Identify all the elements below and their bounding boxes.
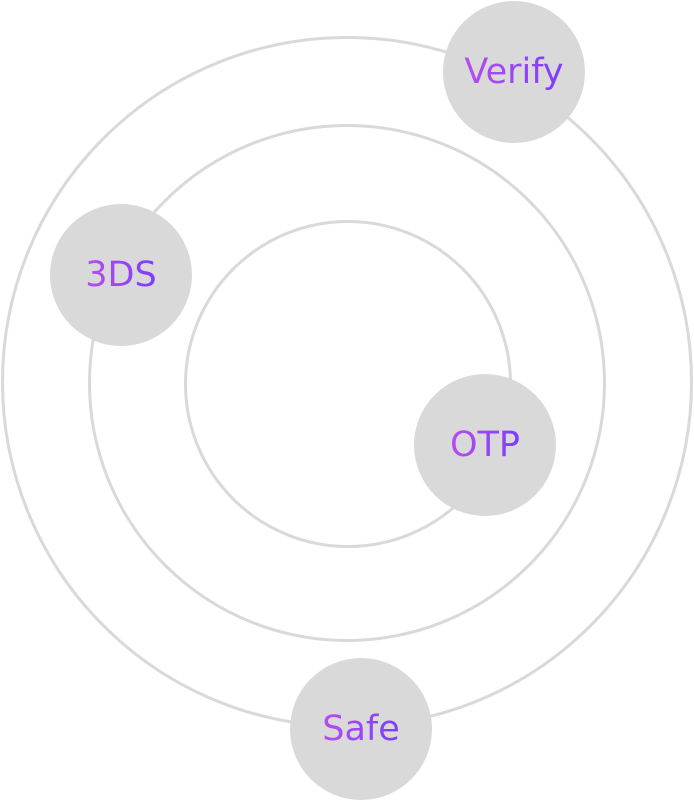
otp-node: OTP — [414, 374, 556, 516]
3ds-node: 3DS — [50, 204, 192, 346]
otp-label: OTP — [449, 424, 521, 465]
safe-node: Safe — [290, 658, 432, 800]
3ds-label: 3DS — [85, 254, 157, 295]
safe-label: Safe — [322, 708, 400, 749]
middle-orbit-ring — [88, 124, 606, 642]
verify-node: Verify — [443, 1, 585, 143]
verify-label: Verify — [464, 51, 564, 92]
